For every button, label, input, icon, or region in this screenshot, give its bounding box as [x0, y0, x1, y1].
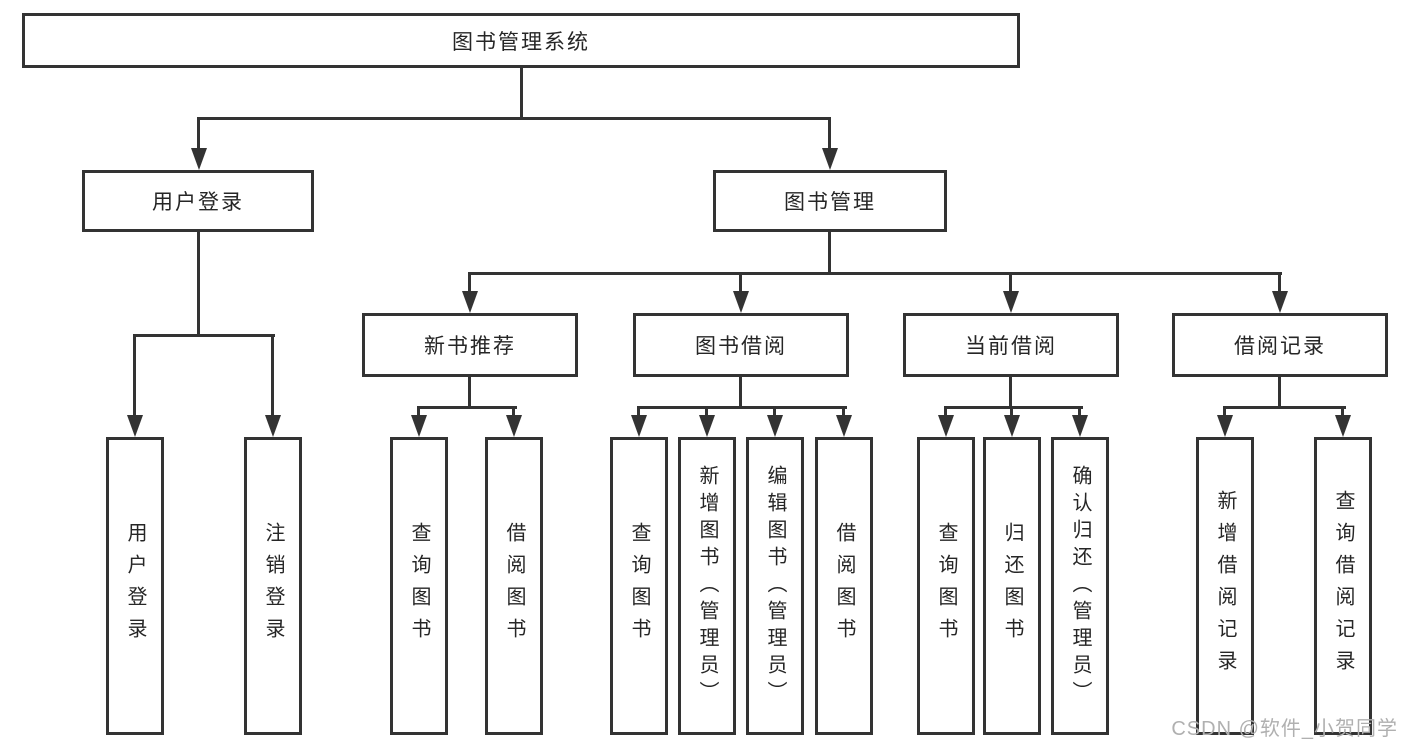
connector-line: [1223, 406, 1346, 409]
node-leaf-borrow-books: 借阅图书: [815, 437, 873, 735]
arrow-down-icon: [1072, 415, 1088, 437]
node-leaf-query-books-borrowing: 查询图书: [610, 437, 668, 735]
node-leaf-add-borrow-record: 新增借阅记录: [1196, 437, 1254, 735]
arrow-down-icon: [265, 415, 281, 437]
connector-line: [705, 406, 708, 418]
connector-line: [1010, 406, 1013, 418]
node-leaf-user-login: 用户登录: [106, 437, 164, 735]
arrow-down-icon: [1004, 415, 1020, 437]
node-leaf-borrow-books-recommend-label: 借阅图书: [503, 522, 525, 650]
arrow-down-icon: [822, 148, 838, 170]
connector-line: [739, 272, 742, 294]
node-leaf-logout: 注销登录: [244, 437, 302, 735]
node-book-management-label: 图书管理: [784, 191, 876, 214]
node-leaf-query-books-borrowing-label: 查询图书: [628, 522, 650, 650]
connector-line: [1009, 272, 1012, 294]
node-leaf-logout-label: 注销登录: [262, 522, 284, 650]
connector-line: [944, 406, 1083, 409]
connector-line: [197, 117, 831, 120]
node-leaf-borrow-books-recommend: 借阅图书: [485, 437, 543, 735]
connector-line: [271, 334, 274, 417]
arrow-down-icon: [1272, 291, 1288, 313]
node-leaf-borrow-books-label: 借阅图书: [833, 522, 855, 650]
node-user-login-label: 用户登录: [152, 191, 244, 214]
node-leaf-query-books-recommend-label: 查询图书: [408, 522, 430, 650]
arrow-down-icon: [1217, 415, 1233, 437]
connector-line: [197, 117, 200, 150]
arrow-down-icon: [631, 415, 647, 437]
connector-line: [1009, 377, 1012, 408]
csdn-watermark: CSDN @软件_小贺同学: [1171, 718, 1398, 740]
node-leaf-query-books-current-label: 查询图书: [935, 522, 957, 650]
arrow-down-icon: [938, 415, 954, 437]
node-root: 图书管理系统: [22, 13, 1020, 68]
connector-line: [468, 272, 1282, 275]
connector-line: [468, 272, 471, 294]
node-leaf-query-borrow-record: 查询借阅记录: [1314, 437, 1372, 735]
node-leaf-confirm-return-admin-label: 确认归还（管理员）: [1069, 464, 1091, 708]
connector-line: [197, 232, 200, 336]
arrow-down-icon: [462, 291, 478, 313]
node-current-borrowing: 当前借阅: [903, 313, 1119, 377]
node-leaf-return-books: 归还图书: [983, 437, 1041, 735]
node-book-management: 图书管理: [713, 170, 947, 232]
connector-line: [944, 406, 947, 418]
node-borrowing-records: 借阅记录: [1172, 313, 1388, 377]
connector-line: [773, 406, 776, 418]
node-leaf-edit-book-admin: 编辑图书（管理员）: [746, 437, 804, 735]
connector-line: [739, 377, 742, 408]
connector-line: [637, 406, 640, 418]
node-leaf-query-borrow-record-label: 查询借阅记录: [1332, 490, 1354, 682]
node-borrowing-records-label: 借阅记录: [1234, 335, 1326, 358]
node-leaf-confirm-return-admin: 确认归还（管理员）: [1051, 437, 1109, 735]
node-new-book-recommend-label: 新书推荐: [424, 335, 516, 358]
node-leaf-add-book-admin-label: 新增图书（管理员）: [696, 464, 718, 708]
node-current-borrowing-label: 当前借阅: [965, 335, 1057, 358]
node-leaf-return-books-label: 归还图书: [1001, 522, 1023, 650]
arrow-down-icon: [411, 415, 427, 437]
arrow-down-icon: [1003, 291, 1019, 313]
arrow-down-icon: [1335, 415, 1351, 437]
connector-line: [417, 406, 420, 418]
connector-line: [417, 406, 517, 409]
arrow-down-icon: [127, 415, 143, 437]
arrow-down-icon: [699, 415, 715, 437]
connector-line: [1223, 406, 1226, 418]
node-new-book-recommend: 新书推荐: [362, 313, 578, 377]
node-leaf-edit-book-admin-label: 编辑图书（管理员）: [764, 464, 786, 708]
arrow-down-icon: [836, 415, 852, 437]
connector-line: [828, 117, 831, 150]
connector-line: [1278, 272, 1281, 294]
connector-line: [520, 68, 523, 119]
connector-line: [133, 334, 136, 417]
connector-line: [133, 334, 275, 337]
connector-line: [1078, 406, 1081, 418]
connector-line: [512, 406, 515, 418]
node-root-label: 图书管理系统: [452, 30, 590, 54]
connector-line: [637, 406, 847, 409]
node-leaf-add-borrow-record-label: 新增借阅记录: [1214, 490, 1236, 682]
arrow-down-icon: [506, 415, 522, 437]
connector-line: [468, 377, 471, 408]
arrow-down-icon: [767, 415, 783, 437]
arrow-down-icon: [733, 291, 749, 313]
node-user-login: 用户登录: [82, 170, 314, 232]
node-leaf-add-book-admin: 新增图书（管理员）: [678, 437, 736, 735]
node-book-borrowing-label: 图书借阅: [695, 335, 787, 358]
node-book-borrowing: 图书借阅: [633, 313, 849, 377]
connector-line: [1341, 406, 1344, 418]
connector-line: [1278, 377, 1281, 408]
connector-line: [828, 232, 831, 274]
node-leaf-query-books-current: 查询图书: [917, 437, 975, 735]
node-leaf-query-books-recommend: 查询图书: [390, 437, 448, 735]
connector-line: [842, 406, 845, 418]
arrow-down-icon: [191, 148, 207, 170]
node-leaf-user-login-label: 用户登录: [124, 522, 146, 650]
